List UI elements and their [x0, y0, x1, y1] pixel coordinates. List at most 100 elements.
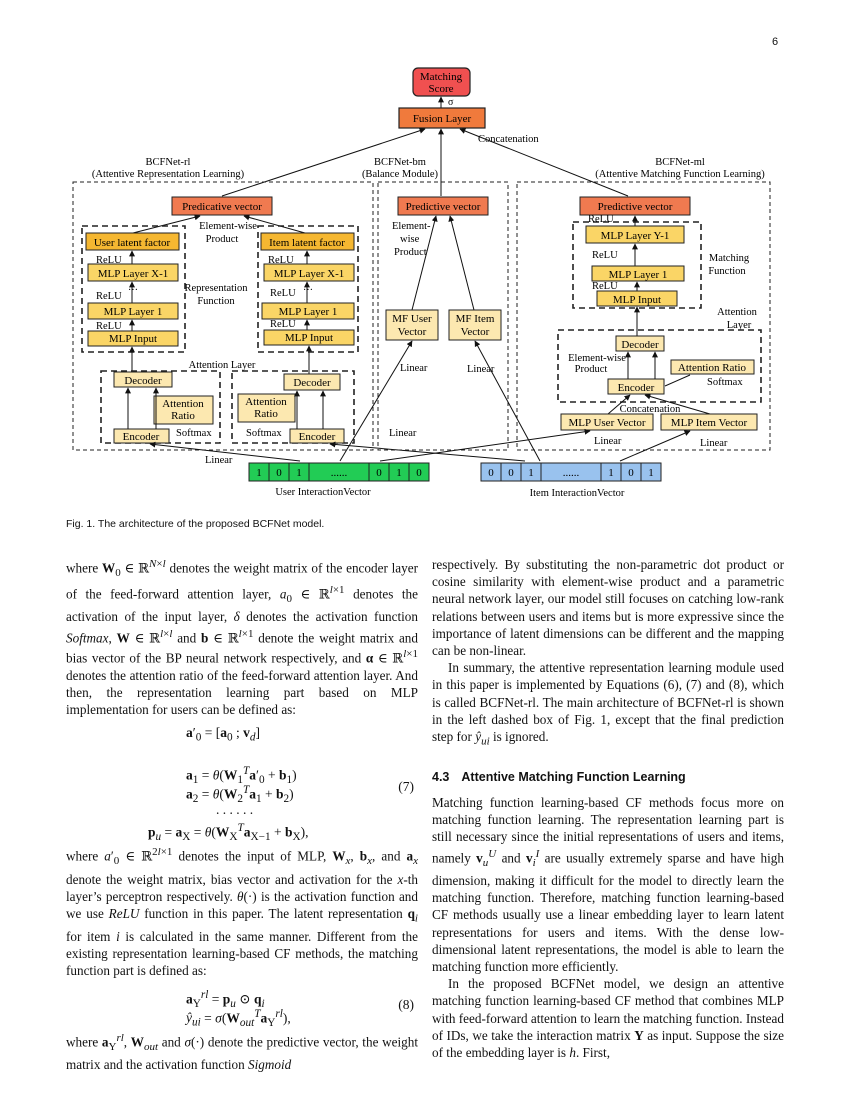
- svg-text:Ratio: Ratio: [171, 410, 195, 422]
- svg-text:(Attentive Representation Lear: (Attentive Representation Learning): [92, 169, 245, 180]
- rl-item-attention-ratio: [237, 393, 296, 423]
- item-vector-cell-value: 0: [508, 467, 514, 479]
- svg-text:Predictive vector: Predictive vector: [598, 201, 673, 213]
- svg-text:Vector: Vector: [398, 326, 427, 338]
- svg-text:Ratio: Ratio: [254, 408, 278, 420]
- svg-text:Linear: Linear: [467, 364, 495, 375]
- svg-text:Decoder: Decoder: [293, 377, 331, 389]
- svg-text:ReLU: ReLU: [270, 319, 296, 330]
- rl-item-mlp-layer-1: [261, 302, 355, 320]
- svg-text:Product: Product: [575, 364, 608, 375]
- svg-text:MLP Layer X-1: MLP Layer X-1: [274, 268, 344, 280]
- svg-text:Attention: Attention: [162, 398, 204, 410]
- svg-text:ReLU: ReLU: [592, 281, 618, 292]
- rl-item-mlp-box: [257, 225, 359, 353]
- rl-user-encoder: [113, 428, 170, 444]
- item-vector-cell-value: 0: [488, 467, 494, 479]
- item-vector-cell-value: 1: [528, 467, 534, 479]
- ml-mlp-layer-1: [591, 265, 685, 282]
- svg-text:Element-wise: Element-wise: [568, 353, 626, 364]
- svg-text:MLP User Vector: MLP User Vector: [569, 417, 646, 429]
- svg-text:(Balance Module): (Balance Module): [362, 169, 439, 180]
- ml-module-box: [516, 181, 771, 451]
- svg-text:Softmax: Softmax: [707, 377, 743, 388]
- rl-user-decoder: [113, 371, 173, 388]
- user-vector-cell-value: 0: [416, 467, 422, 479]
- svg-text:MLP Input: MLP Input: [613, 294, 661, 306]
- svg-text:MLP Layer X-1: MLP Layer X-1: [98, 268, 168, 280]
- svg-text:ReLU: ReLU: [588, 214, 614, 225]
- svg-text:Encoder: Encoder: [618, 382, 655, 394]
- svg-text:Decoder: Decoder: [124, 375, 162, 387]
- mf-item-vector: [448, 309, 502, 341]
- svg-text:Function: Function: [708, 266, 746, 277]
- svg-text:Softmax: Softmax: [176, 428, 212, 439]
- item-vector-cell: [640, 462, 662, 482]
- item-vector-cell-value: 0: [628, 467, 634, 479]
- rl-user-mlp-layer-1: [87, 302, 179, 320]
- left-column: where W0 ∈ ℝN×l denotes the weight matri…: [66, 558, 419, 1072]
- svg-text:ReLU: ReLU: [96, 255, 122, 266]
- svg-text:ReLU: ReLU: [96, 321, 122, 332]
- fusion-layer-label: Fusion Layer: [413, 113, 472, 125]
- svg-text:Representation: Representation: [185, 283, 249, 294]
- user-vector-cell-value: ......: [331, 467, 348, 479]
- bm-predictive-vector: [397, 196, 489, 216]
- item-latent-factor: [260, 232, 355, 251]
- ml-mlp-box: [572, 221, 702, 309]
- svg-text:Attention Ratio: Attention Ratio: [678, 362, 747, 374]
- svg-text:Linear: Linear: [400, 363, 428, 374]
- svg-text:Function: Function: [197, 296, 235, 307]
- item-vector-cell-value: ......: [563, 467, 580, 479]
- figure-caption: Fig. 1. The architecture of the proposed…: [66, 518, 325, 530]
- mf-user-vector: [385, 309, 439, 341]
- svg-text:Linear: Linear: [389, 428, 417, 439]
- svg-text:ReLU: ReLU: [268, 255, 294, 266]
- concatenation-label: Concatenation: [478, 134, 539, 145]
- item-vector-cell-value: 1: [648, 467, 654, 479]
- svg-text:Element-: Element-: [392, 221, 431, 232]
- ml-attention-box: [557, 329, 762, 403]
- rl-user-mlp-input: [87, 330, 179, 347]
- svg-text:MLP Layer Y-1: MLP Layer Y-1: [601, 230, 670, 242]
- svg-text:…: …: [303, 282, 313, 293]
- item-vector-label: Item InteractionVector: [530, 488, 625, 499]
- architecture-figure: Matching Score σ Fusion Layer Concatenat…: [72, 67, 771, 499]
- user-vector-cell-value: 1: [396, 467, 402, 479]
- page-number: 6: [772, 36, 779, 48]
- svg-text:Decoder: Decoder: [621, 339, 659, 351]
- rl-item-decoder: [283, 373, 341, 391]
- svg-text:Attention: Attention: [717, 307, 757, 318]
- svg-text:Softmax: Softmax: [246, 428, 282, 439]
- bm-title: BCFNet-bm: [374, 157, 426, 168]
- svg-text:σ: σ: [448, 97, 454, 108]
- ml-mlp-input: [596, 290, 678, 307]
- svg-text:MLP Layer 1: MLP Layer 1: [609, 269, 668, 281]
- user-vector-cell-value: 0: [276, 467, 282, 479]
- matching-score-box: [412, 67, 471, 97]
- user-vector-cell: [408, 462, 430, 482]
- svg-text:User latent factor: User latent factor: [94, 237, 171, 249]
- svg-text:Concatenation: Concatenation: [620, 404, 681, 415]
- svg-text:ReLU: ReLU: [96, 291, 122, 302]
- ml-attention-ratio: [670, 359, 755, 375]
- user-vector-cell-value: 0: [376, 467, 382, 479]
- svg-text:ReLU: ReLU: [592, 250, 618, 261]
- svg-text:Encoder: Encoder: [299, 431, 336, 443]
- svg-text:MF Item: MF Item: [456, 313, 495, 325]
- svg-text:Linear: Linear: [205, 455, 233, 466]
- svg-text:Score: Score: [428, 83, 453, 95]
- svg-text:(Attentive Matching Function L: (Attentive Matching Function Learning): [595, 169, 765, 180]
- svg-text:MLP Layer 1: MLP Layer 1: [104, 306, 163, 318]
- ml-decoder: [615, 335, 665, 352]
- svg-text:Predicative vector: Predicative vector: [182, 201, 262, 213]
- rl-attention-layer-label: Attention Layer: [189, 360, 256, 371]
- svg-text:Linear: Linear: [594, 436, 622, 447]
- ml-mlp-item-vector: [660, 413, 758, 431]
- svg-text:MLP Item Vector: MLP Item Vector: [671, 417, 748, 429]
- svg-text:MLP Input: MLP Input: [285, 332, 333, 344]
- bm-module-box: [377, 181, 509, 451]
